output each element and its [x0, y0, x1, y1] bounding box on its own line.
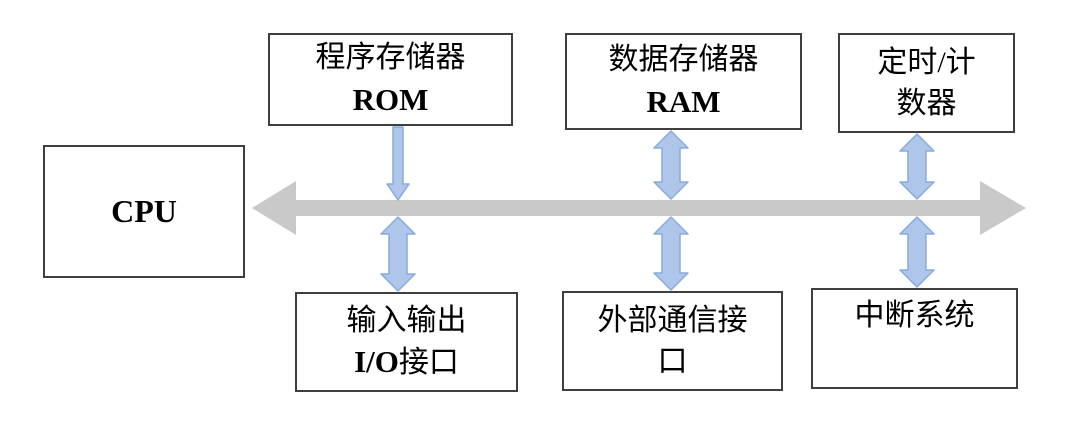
bus-interrupt-double-arrow [899, 216, 935, 288]
timer-label-line2: 数器 [896, 87, 957, 120]
cpu-label: CPU [111, 193, 177, 230]
timer-label-line1: 定时/计 [877, 45, 976, 79]
rom-label-en: ROM [352, 81, 429, 117]
io-label-line1: 输入输出 [346, 303, 467, 337]
interrupt-system-block: 中断系统 [811, 288, 1018, 389]
timer-counter-block: 定时/计 数器 [838, 33, 1015, 133]
ram-bus-double-arrow [653, 130, 689, 200]
ram-label-cn: 数据存储器 [608, 43, 759, 77]
timer-bus-double-arrow [899, 133, 935, 200]
interrupt-label: 中断系统 [854, 299, 975, 332]
bus-comm-double-arrow [653, 216, 689, 291]
bus-io-double-arrow [380, 216, 416, 292]
system-bus-arrow [252, 181, 1026, 235]
comm-label-line1: 外部通信接 [597, 303, 748, 337]
rom-to-bus-arrow [386, 126, 410, 201]
external-comm-interface-block: 外部通信接 口 [562, 291, 783, 391]
io-label-latin: I/O [354, 344, 399, 380]
ram-label-en: RAM [646, 83, 721, 119]
cpu-block: CPU [43, 145, 245, 278]
io-label-cjk: 接口 [398, 346, 459, 380]
data-memory-ram-block: 数据存储器 RAM [565, 33, 802, 130]
program-memory-rom-block: 程序存储器 ROM [268, 33, 513, 126]
rom-label-cn: 程序存储器 [315, 41, 466, 75]
io-label-line2: I/O接口 [354, 341, 459, 384]
comm-label-line2: 口 [657, 345, 688, 378]
io-interface-block: 输入输出 I/O接口 [295, 292, 518, 392]
